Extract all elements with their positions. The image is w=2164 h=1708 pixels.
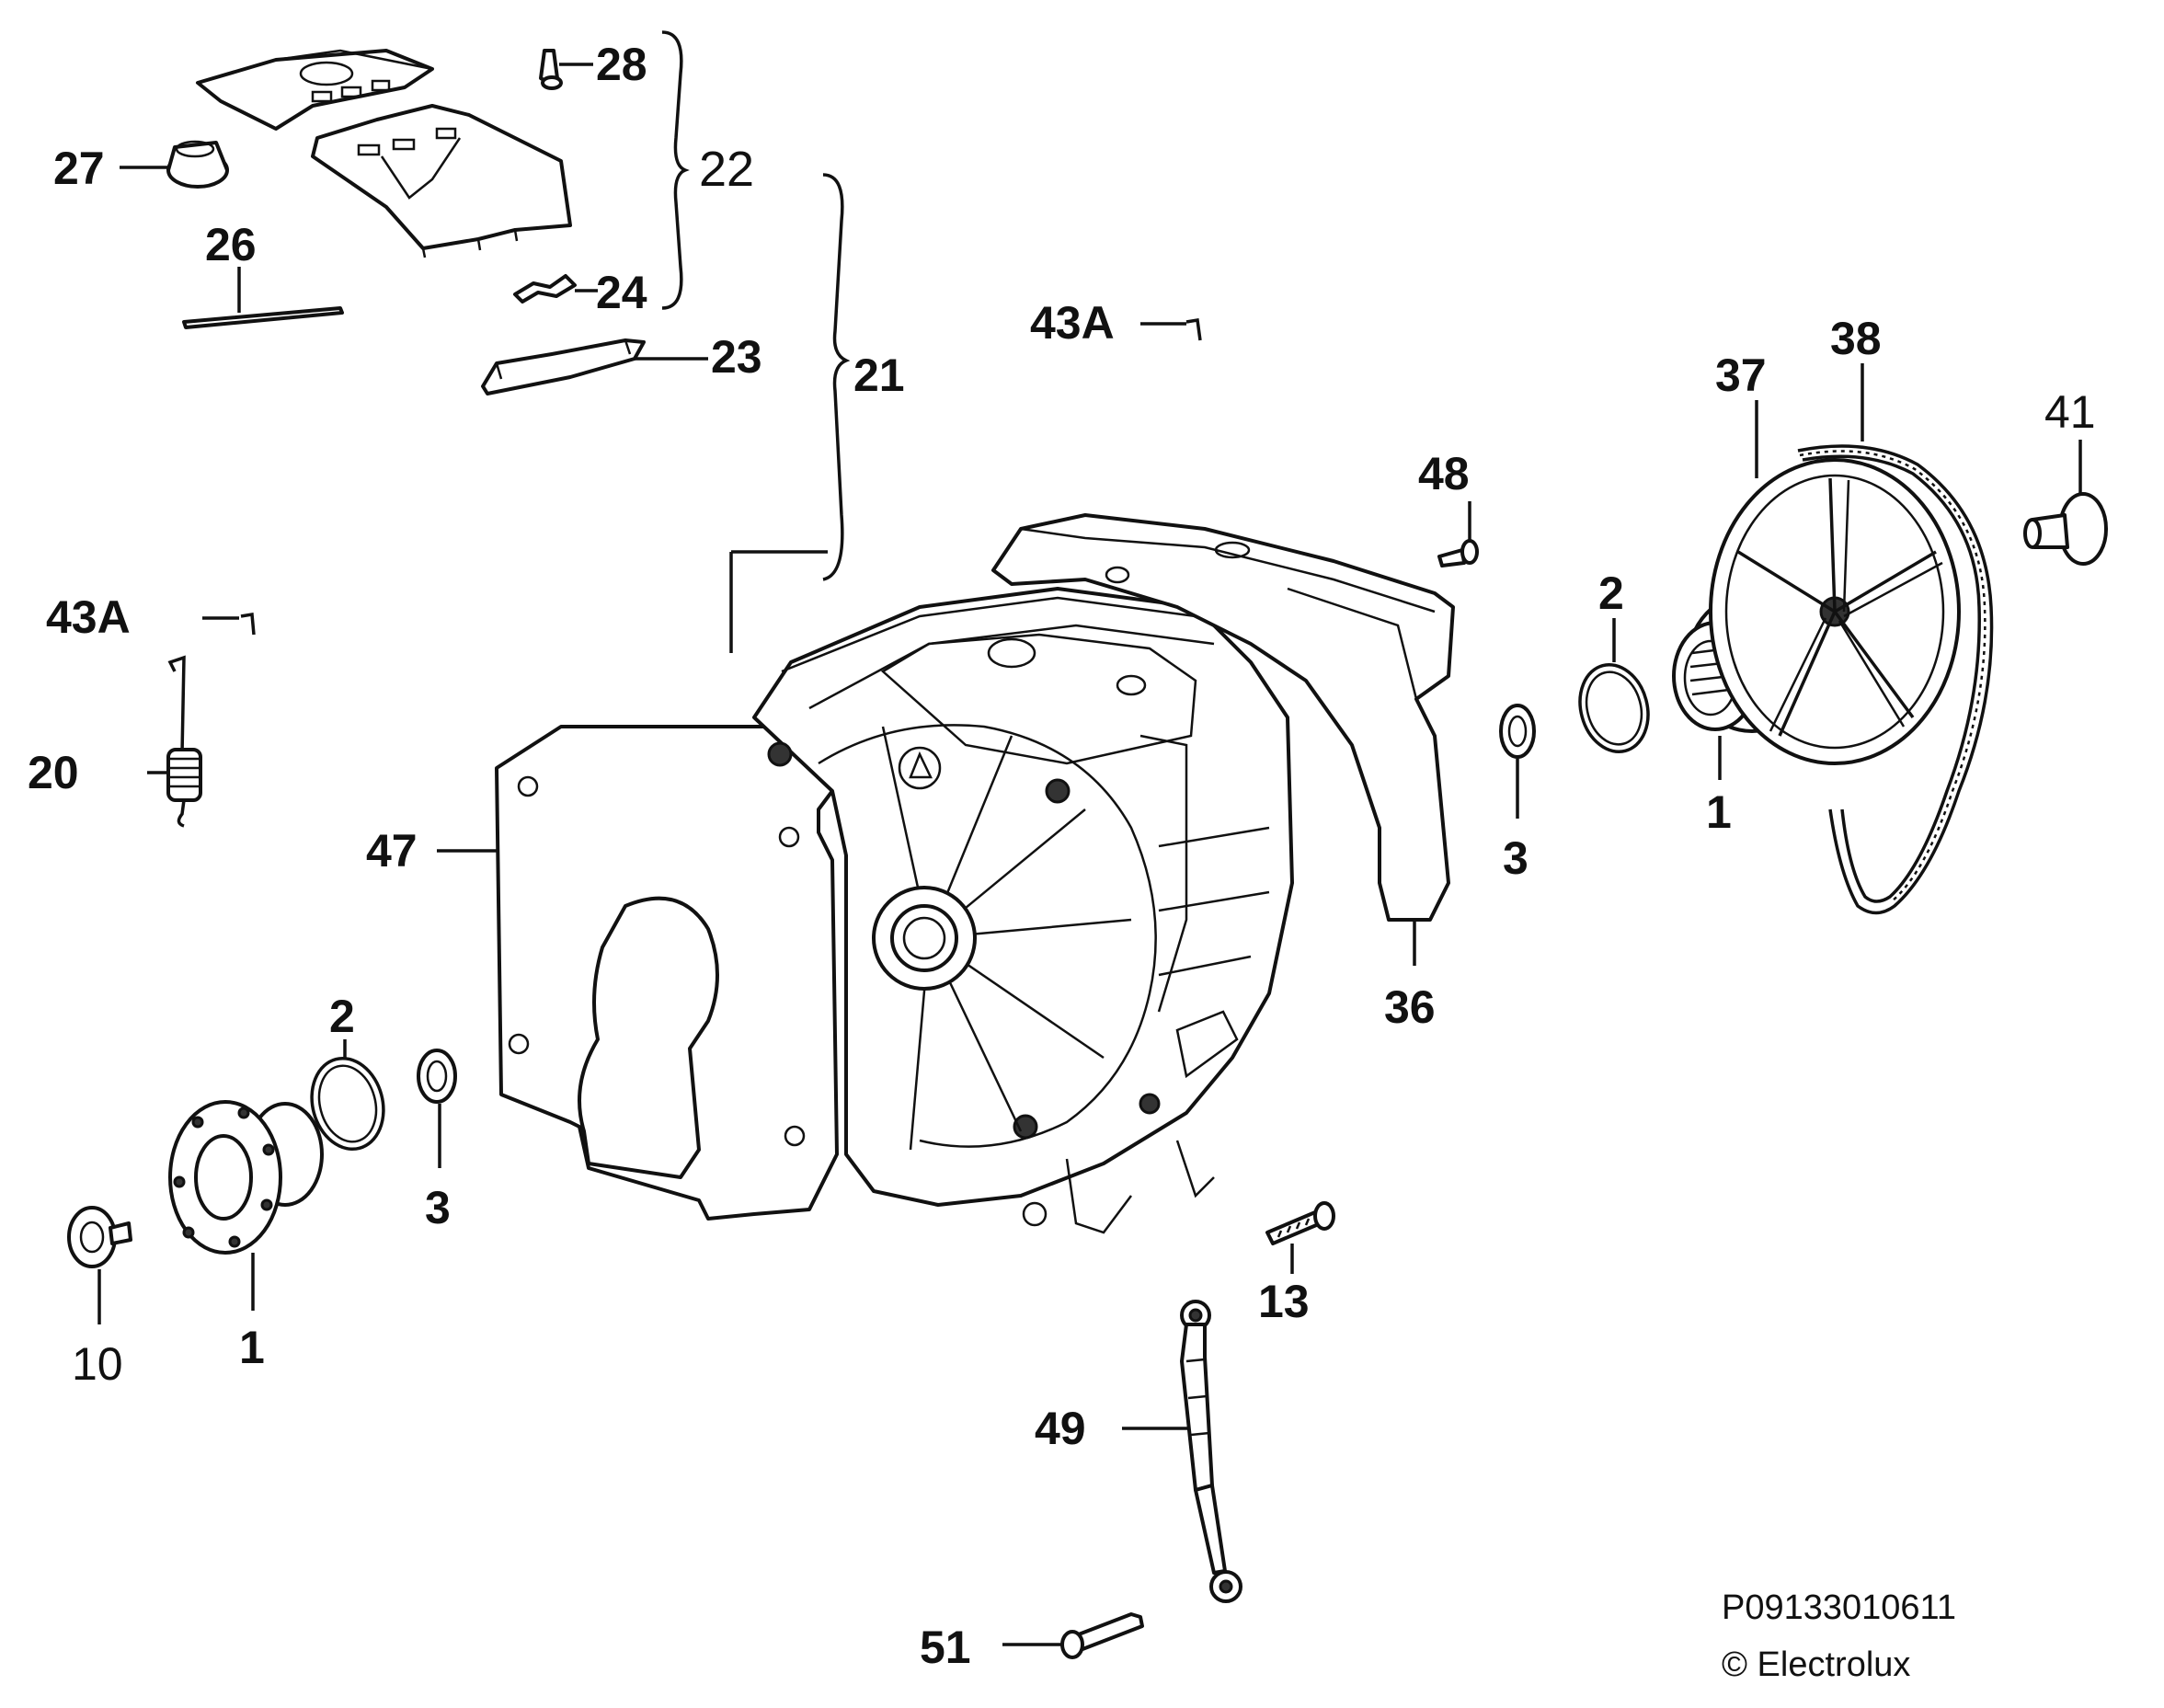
part-26-rod xyxy=(182,306,344,329)
label-1-right: 1 xyxy=(1706,786,1732,838)
part-1-bearing-left xyxy=(168,1100,324,1255)
label-1-left: 1 xyxy=(239,1322,265,1373)
part-20-spring xyxy=(166,655,202,828)
label-51: 51 xyxy=(920,1622,971,1673)
label-43a-top: 43A xyxy=(1030,297,1115,349)
part-23-seal-strip xyxy=(481,338,646,395)
label-36: 36 xyxy=(1384,981,1436,1033)
part-38-drive-belt xyxy=(1797,444,1994,915)
part-43a-hook-top xyxy=(1185,317,1202,341)
label-37: 37 xyxy=(1715,350,1767,401)
label-26: 26 xyxy=(205,219,257,270)
part-43a-hook-left xyxy=(240,612,256,636)
label-3-right: 3 xyxy=(1503,832,1529,884)
label-10: 10 xyxy=(72,1338,123,1390)
part-2-oring-left xyxy=(310,1056,385,1152)
label-48: 48 xyxy=(1418,448,1470,499)
part-48-screw xyxy=(1437,539,1479,567)
part-3-nut-right xyxy=(1499,704,1536,759)
label-41: 41 xyxy=(2044,386,2096,438)
label-47: 47 xyxy=(366,825,418,877)
part-37-pulley xyxy=(1709,458,1961,765)
part-36-counterweight xyxy=(991,513,1455,922)
label-13: 13 xyxy=(1258,1276,1310,1327)
label-43a-left: 43A xyxy=(46,591,131,643)
part-22-detergent-dispenser xyxy=(311,104,572,258)
label-24: 24 xyxy=(596,267,647,318)
part-47-tub-front-half xyxy=(495,725,839,1221)
part-tub-body xyxy=(752,587,1294,1234)
part-22-top-cover xyxy=(196,49,434,131)
part-24-clip xyxy=(513,274,577,304)
label-21: 21 xyxy=(853,350,905,401)
part-13-screw xyxy=(1265,1201,1335,1245)
brace-22 xyxy=(661,30,690,310)
label-27: 27 xyxy=(53,143,105,194)
label-3-left: 3 xyxy=(425,1182,451,1233)
label-20: 20 xyxy=(28,747,79,798)
label-38: 38 xyxy=(1830,313,1882,364)
part-10-nut-bolt xyxy=(67,1206,132,1268)
label-28: 28 xyxy=(596,39,647,90)
brace-21 xyxy=(822,173,851,581)
part-28-screw xyxy=(539,49,563,90)
part-41-shaft-bolt xyxy=(2023,492,2108,566)
label-23: 23 xyxy=(711,331,762,383)
copyright-notice: © Electrolux xyxy=(1722,1645,1910,1684)
part-49-shock-absorber xyxy=(1180,1300,1242,1603)
part-27-siphon-cap xyxy=(166,140,229,189)
drawing-code: P09133010611 xyxy=(1722,1588,1956,1627)
part-51-pin xyxy=(1060,1612,1144,1659)
part-2-oring-right xyxy=(1578,662,1650,754)
label-49: 49 xyxy=(1035,1403,1086,1454)
label-2-left: 2 xyxy=(329,991,355,1042)
label-22: 22 xyxy=(699,142,754,197)
part-3-nut-left xyxy=(417,1049,457,1104)
label-2-right: 2 xyxy=(1598,567,1624,619)
